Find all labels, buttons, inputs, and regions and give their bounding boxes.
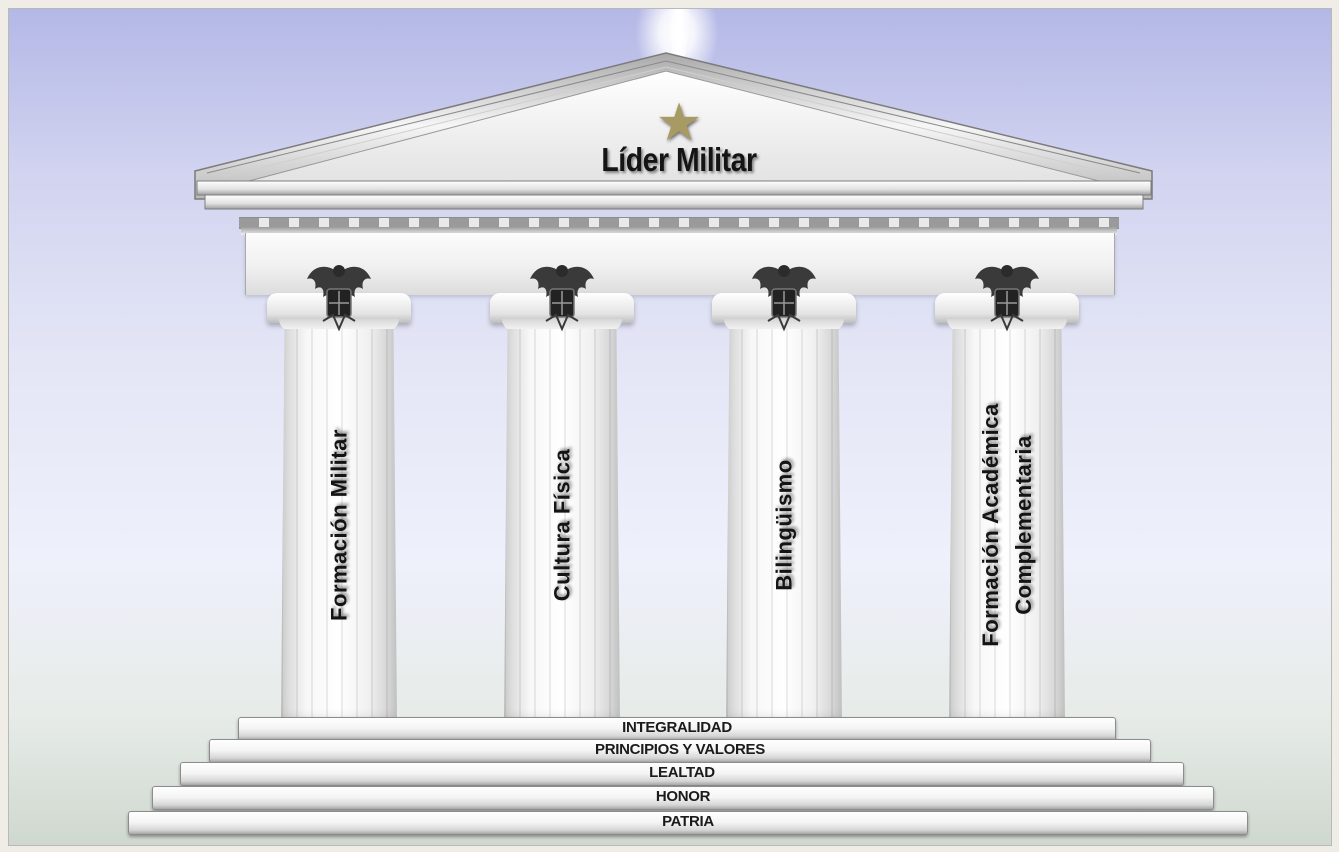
diagram-canvas: ★ Líder Militar Formación Militar [8, 8, 1332, 846]
pillar-echinus [279, 319, 399, 331]
frieze-molding [241, 227, 1117, 235]
pillar-label: Cultura Física [549, 448, 575, 602]
pillar-echinus [724, 319, 844, 331]
star-icon: ★ [655, 94, 703, 152]
pillar-formacion-militar: Formación Militar [267, 265, 411, 727]
eagle-emblem-icon [752, 265, 816, 332]
step-honor: HONOR [152, 786, 1214, 810]
eagle-emblem-icon [975, 265, 1039, 332]
step-lealtad: LEALTAD [180, 762, 1184, 786]
pillar-shaft [504, 329, 620, 725]
pillar-shaft [281, 329, 397, 725]
pediment-title: Líder Militar [601, 141, 757, 178]
pillar-formacion-academica: Formación Académica Complementaria [935, 265, 1079, 727]
pillar-shaft [726, 329, 842, 725]
pediment [194, 52, 1153, 210]
eagle-emblem-icon [307, 265, 371, 332]
pillar-label: Formación Académica Complementaria [978, 403, 1036, 647]
pillar-echinus [947, 319, 1067, 331]
pillar-cultura-fisica: Cultura Física [490, 265, 634, 727]
pillar-label: Formación Militar [326, 429, 352, 621]
step-principios-valores: PRINCIPIOS Y VALORES [209, 739, 1151, 763]
frieze [245, 233, 1115, 295]
step-integralidad: INTEGRALIDAD [238, 717, 1116, 741]
pillar-echinus [502, 319, 622, 331]
step-patria: PATRIA [128, 811, 1248, 835]
pillar-label: Bilingüismo [771, 459, 797, 591]
pillar-bilinguismo: Bilingüismo [712, 265, 856, 727]
eagle-emblem-icon [530, 265, 594, 332]
